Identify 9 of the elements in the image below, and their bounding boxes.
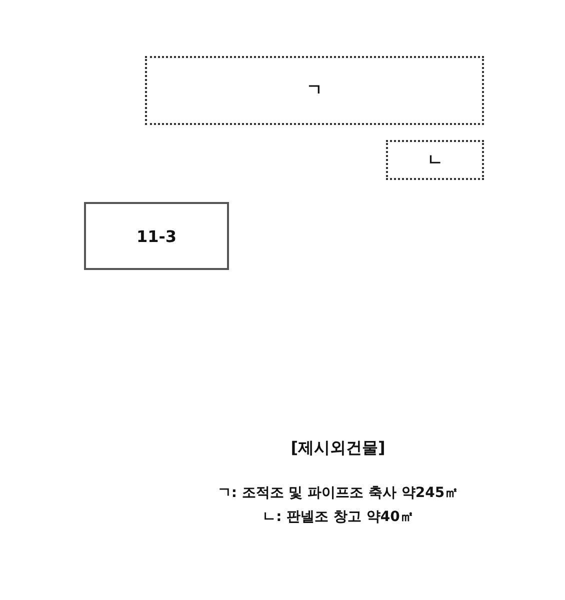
building-label: 11-3 [136, 226, 177, 246]
legend-heading: [제시외건물] [290, 438, 386, 459]
building-outline [386, 140, 484, 180]
legend-entry: ㄴ: 판넬조 창고 약40㎡ [262, 508, 414, 526]
parcel-box [84, 202, 229, 270]
building-label: ㄴ [427, 150, 443, 170]
legend-entry: ㄱ: 조적조 및 파이프조 축사 약245㎡ [217, 484, 459, 502]
building-label: ㄱ [306, 80, 322, 101]
building-outline [145, 56, 484, 125]
